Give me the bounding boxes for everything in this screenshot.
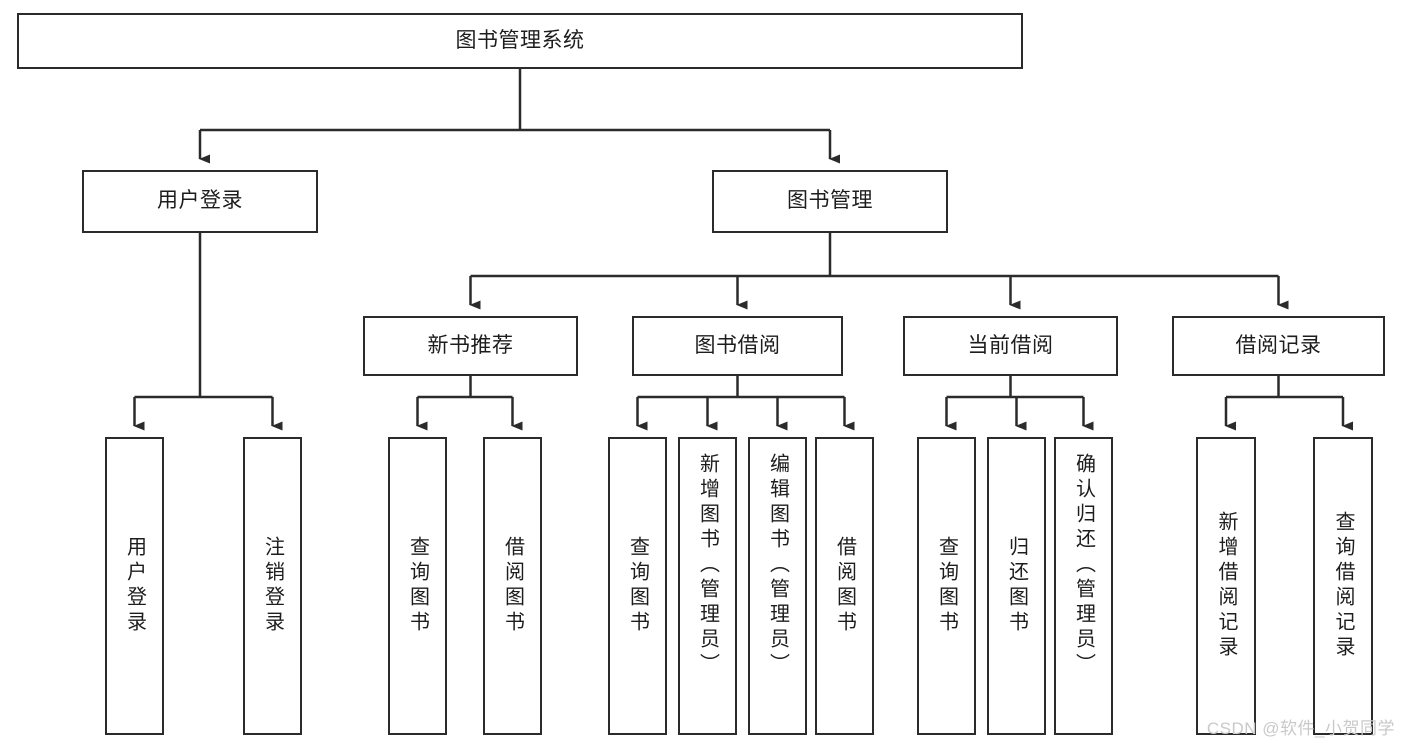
node-label: 图书管理 <box>787 189 873 213</box>
node-level2-book-manage[interactable]: 图书管理 <box>712 170 948 233</box>
node-label: 借阅图书 <box>501 536 524 636</box>
node-label: 当前借阅 <box>967 333 1054 357</box>
node-label: 确认归还（管理员） <box>1072 453 1095 678</box>
node-label: 新增图书（管理员） <box>696 453 719 678</box>
node-label: 用户登录 <box>123 536 146 636</box>
node-leaf-borrow-book-2[interactable]: 借阅图书 <box>815 437 874 735</box>
node-label: 注销登录 <box>261 536 284 636</box>
node-label: 查询借阅记录 <box>1332 511 1354 661</box>
watermark-label: CSDN @软件_小贺同学 <box>1206 719 1395 738</box>
node-label: 借阅记录 <box>1235 333 1322 357</box>
node-level3-current-borrow[interactable]: 当前借阅 <box>903 316 1118 376</box>
node-leaf-edit-book[interactable]: 编辑图书（管理员） <box>748 437 807 735</box>
node-level3-borrow-record[interactable]: 借阅记录 <box>1172 316 1385 376</box>
node-label: 借阅图书 <box>833 536 856 636</box>
node-label: 查询图书 <box>935 536 958 636</box>
node-label: 用户登录 <box>157 189 243 213</box>
node-leaf-query-book-1[interactable]: 查询图书 <box>388 437 447 735</box>
node-leaf-borrow-book-1[interactable]: 借阅图书 <box>483 437 542 735</box>
node-label: 图书管理系统 <box>455 28 585 52</box>
node-leaf-return-book[interactable]: 归还图书 <box>987 437 1046 735</box>
node-leaf-query-book-2[interactable]: 查询图书 <box>608 437 667 735</box>
node-level3-new-book-rec[interactable]: 新书推荐 <box>363 316 578 376</box>
node-label: 编辑图书（管理员） <box>766 453 789 678</box>
node-leaf-add-book[interactable]: 新增图书（管理员） <box>678 437 737 735</box>
node-leaf-query-record[interactable]: 查询借阅记录 <box>1313 437 1373 735</box>
edge-group <box>133 69 1353 431</box>
node-leaf-query-book-3[interactable]: 查询图书 <box>917 437 976 735</box>
node-leaf-logout[interactable]: 注销登录 <box>243 437 302 735</box>
node-leaf-add-record[interactable]: 新增借阅记录 <box>1196 437 1256 735</box>
node-leaf-confirm-return[interactable]: 确认归还（管理员） <box>1054 437 1113 735</box>
node-label: 新增借阅记录 <box>1215 511 1237 661</box>
node-label: 新书推荐 <box>427 333 514 357</box>
node-label: 图书借阅 <box>694 333 781 357</box>
node-label: 归还图书 <box>1005 536 1028 636</box>
node-level2-user-login[interactable]: 用户登录 <box>82 170 318 233</box>
node-leaf-user-login[interactable]: 用户登录 <box>105 437 164 735</box>
node-level3-book-borrow[interactable]: 图书借阅 <box>632 316 843 376</box>
node-label: 查询图书 <box>626 536 649 636</box>
node-label: 查询图书 <box>406 536 429 636</box>
node-root[interactable]: 图书管理系统 <box>17 13 1023 69</box>
